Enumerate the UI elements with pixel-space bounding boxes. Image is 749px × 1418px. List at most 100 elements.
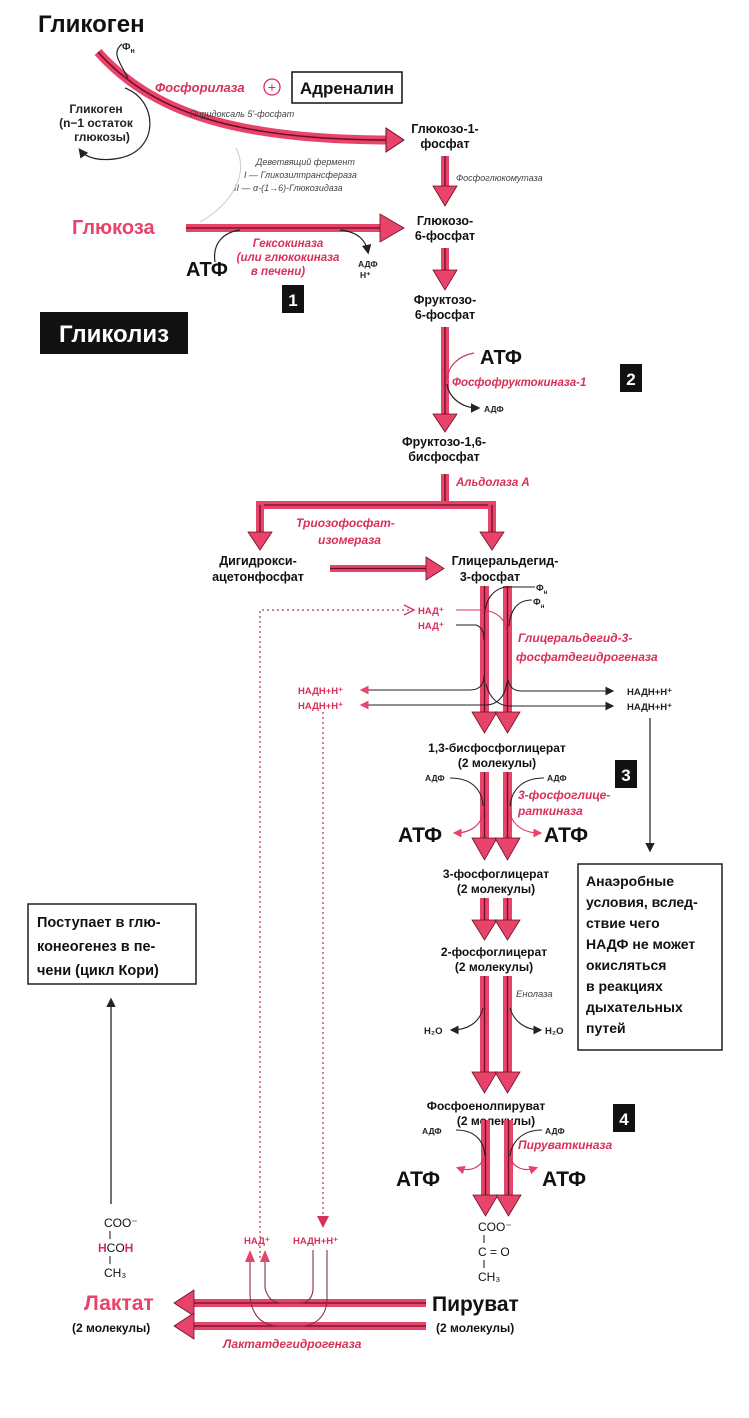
metabolite-g1p-line1: Глюкозо-1- [411, 122, 478, 136]
arrow-pgm-double [471, 898, 521, 941]
step-badge-3-label: 3 [621, 766, 630, 785]
adp-pk-left: АДФ [422, 1126, 442, 1136]
activator-box [291, 71, 403, 104]
pi-input-arc [116, 43, 129, 79]
anaerobic-note-line6: в реакциях [586, 978, 663, 994]
adp-pgk-left: АДФ [425, 773, 445, 783]
nadh-left-2: НАДН+Н⁺ [298, 701, 343, 712]
enzyme-aldolase: Альдолаза А [455, 477, 530, 489]
water-left: H₂O [424, 1026, 442, 1037]
water-output-arc-right [509, 1007, 543, 1035]
metabolite-g1p-line2: фосфат [420, 137, 469, 151]
step-badge-4-label: 4 [619, 1110, 629, 1129]
arrow-g1p-g6p [432, 156, 458, 207]
h-plus-hexokinase: H⁺ [360, 270, 371, 280]
metabolite-f6p-line2: 6-фосфат [415, 308, 475, 322]
metabolite-g6p-line1: Глюкозо- [417, 214, 473, 228]
enzyme-ldh: Лактатдегидрогеназа [222, 1337, 362, 1351]
metabolite-glucose: Глюкоза [72, 217, 156, 239]
debranching-line2: I — Гликозилтрансфераза [244, 170, 357, 180]
atp-hexokinase: АТФ [186, 259, 228, 281]
enzyme-hexokinase-line2: (или глюкокиназа [237, 252, 340, 264]
metabolite-lactate-count: (2 молекулы) [72, 1321, 150, 1335]
metabolite-pg2-line1: 2-фосфоглицерат [441, 945, 547, 959]
nad-output-arrowhead-1 [245, 1250, 255, 1262]
adp-output-arc-2 [446, 383, 481, 413]
enzyme-phosphorylase: Фосфорилаза [155, 80, 245, 95]
debranching-line3: II — α-(1→6)-Глюкозидаза [234, 183, 343, 193]
atp-output-arc-pk-left [455, 1157, 485, 1175]
atp-pgk-right: АТФ [544, 824, 588, 847]
plus-sign: + [268, 79, 276, 95]
pyruvate-structure: COO⁻ C = O CH₃ [478, 1220, 512, 1284]
pi-gapdh-2: Фн [533, 597, 545, 610]
ldh-cofactor-arc-inner [264, 1250, 314, 1304]
enzyme-enolase: Енолаза [516, 989, 553, 1000]
ldh-cofactor-arc-outer [249, 1250, 328, 1327]
enzyme-gapdh-line1: Глицеральдегид-3- [518, 631, 632, 645]
anaerobic-note-line4: НАДФ не может [586, 936, 695, 952]
atp-pk-left: АТФ [396, 1168, 440, 1191]
atp-pgk-left: АТФ [398, 824, 442, 847]
plus-activation-icon [263, 78, 281, 96]
adp-input-arc-pk-left [455, 1129, 486, 1157]
pi-input-line-1 [484, 586, 535, 613]
metabolite-pep-line1: Фосфоенолпируват [427, 1099, 546, 1113]
cori-note: Поступает в глю- конеогенез в пе- чени (… [37, 915, 161, 979]
water-right: H₂O [545, 1026, 563, 1037]
nadh-output-right-1 [507, 679, 615, 696]
metabolite-lactate: Лактат [84, 1292, 154, 1315]
arrow-g6p-f6p [432, 248, 458, 291]
glycogen-n1-line3: глюкозы) [74, 130, 130, 144]
metabolite-pyruvate: Пируват [432, 1293, 519, 1316]
atp-output-arc-pgk-right [509, 813, 543, 838]
pi-gapdh-1: Фн [536, 583, 548, 596]
nad-input-1: НАД⁺ [418, 606, 444, 617]
anaerobic-note-line1: Анаэробные [586, 873, 674, 889]
lactate-struct-line2: HCOH [98, 1241, 133, 1255]
metabolite-f16bp-line1: Фруктозо-1,6- [402, 435, 486, 449]
arrow-dhap-g3p [330, 556, 445, 581]
arrow-pgk-double [471, 772, 521, 861]
nad-recycle-arrowhead [403, 604, 416, 616]
nad-ldh: НАД⁺ [244, 1236, 270, 1247]
pi-label: Фн [122, 42, 135, 55]
nadh-output-left-1 [359, 675, 485, 695]
nad-input-2: НАД⁺ [418, 621, 444, 632]
metabolite-f16bp-line2: бисфосфат [408, 450, 480, 464]
atp-input-arc-1 [213, 229, 241, 263]
anaerobic-note-line5: окисляться [586, 957, 666, 973]
metabolite-pep-line2: (2 молекулы) [457, 1114, 535, 1128]
adp-hexokinase: АДФ [358, 259, 378, 269]
debranching-arc [199, 147, 241, 223]
anaerobic-note: Анаэробные условия, вслед- ствие чего НА… [586, 873, 698, 1036]
enzyme-pfk1: Фосфофруктокиназа-1 [452, 377, 586, 389]
nad-line-1 [456, 609, 508, 633]
metabolite-g3p-line1: Глицеральдегид- [452, 554, 559, 568]
atp-input-arc-2 [446, 352, 475, 381]
arrow-hexokinase [186, 213, 405, 243]
step-badge-1-label: 1 [288, 291, 297, 310]
lactate-struct-line3: CH₃ [104, 1266, 126, 1280]
enzyme-pyruvate-kinase: Пируваткиназа [518, 1138, 613, 1152]
activator-adrenaline: Адреналин [300, 79, 394, 98]
metabolite-bpg13-line1: 1,3-бисфосфоглицерат [428, 741, 566, 755]
water-output-arc-left [449, 1007, 484, 1035]
cori-note-line3: чени (цикл Кори) [37, 963, 159, 979]
glycogen-n1-line1: Гликоген [69, 102, 122, 116]
nadh-output-right-2 [485, 683, 615, 711]
adp-input-arc-pgk-right [509, 777, 545, 807]
anaerobic-note-box [577, 863, 723, 1051]
arrow-ldh-double [173, 1289, 426, 1340]
adp-input-arc-pgk-left [449, 777, 484, 807]
nadh-output-left-2 [359, 681, 508, 710]
cori-note-line1: Поступает в глю- [37, 915, 161, 931]
page-title: Гликолиз [59, 321, 169, 348]
step-badge-2 [620, 364, 642, 392]
metabolite-g3p-line2: 3-фосфат [460, 570, 520, 584]
arrow-aldolase-split [247, 474, 505, 551]
anaerobic-note-line7: дыхательных [586, 999, 683, 1015]
enzyme-phosphoglucomutase: Фосфоглюкомутаза [456, 173, 543, 183]
glycogen-n1-cycle: Гликоген (n−1 остаток глюкозы) [59, 87, 151, 161]
